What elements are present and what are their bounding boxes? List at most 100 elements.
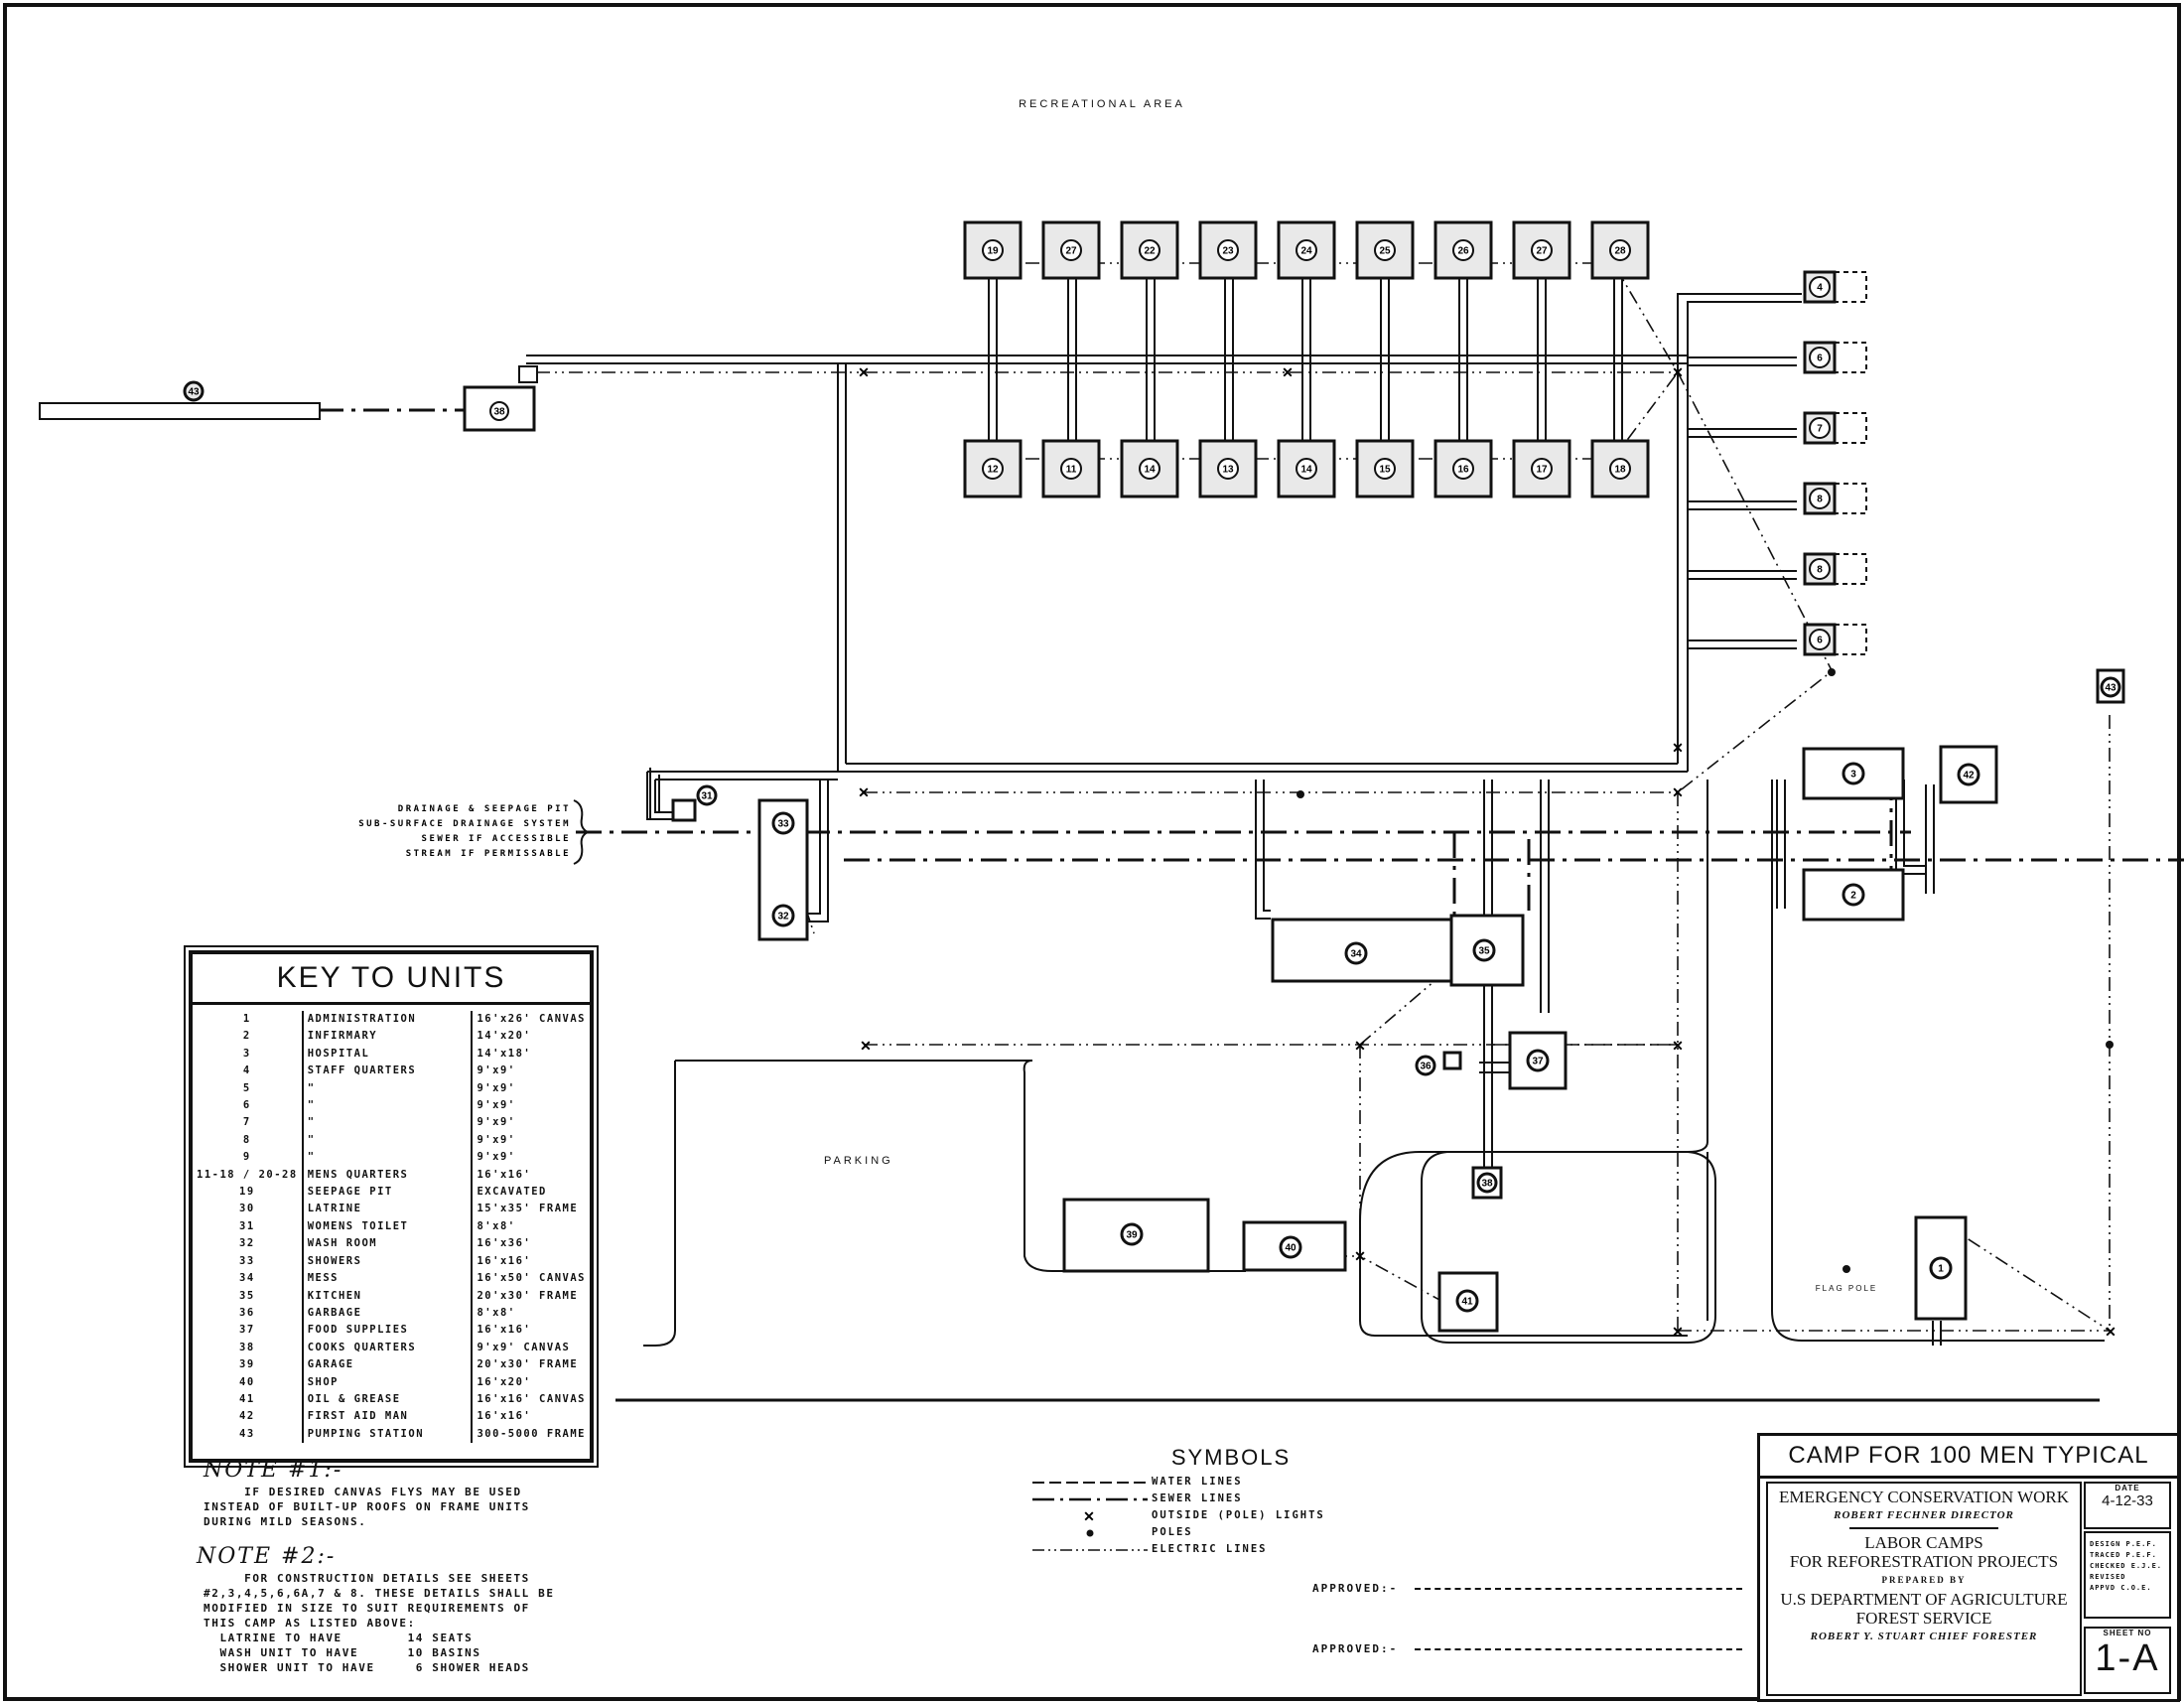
key-unit-size: 16'x16'	[477, 1410, 532, 1423]
note2-heading: NOTE #2:-	[197, 1544, 337, 1569]
symbols-title: SYMBOLS	[1170, 1445, 1292, 1470]
key-unit-number: 41	[193, 1390, 304, 1409]
staff-quarters-unit: 8	[1803, 552, 1837, 586]
svg-text:22: 22	[1144, 246, 1156, 257]
mens-quarters-unit: 28	[1590, 220, 1650, 280]
flag-pole-label: FLAG POLE	[1816, 1284, 1877, 1293]
svg-text:18: 18	[1614, 465, 1626, 476]
key-unit-number: 30	[193, 1201, 304, 1218]
svg-text:SEWER IF ACCESSIBLE: SEWER IF ACCESSIBLE	[422, 834, 571, 844]
key-unit-name: ADMINISTRATION	[302, 1011, 474, 1029]
sheet-border	[3, 3, 2181, 1701]
svg-text:31: 31	[701, 791, 713, 802]
svg-text:14: 14	[1300, 465, 1312, 476]
key-unit-number: 34	[193, 1270, 304, 1288]
svg-text:25: 25	[1379, 246, 1391, 257]
key-unit-number: 5	[193, 1079, 304, 1098]
svg-text:15: 15	[1379, 465, 1391, 476]
svg-text:SUB-SURFACE DRAINAGE SYSTEM: SUB-SURFACE DRAINAGE SYSTEM	[358, 819, 571, 829]
canvas-fly-outline	[1835, 271, 1867, 303]
department-name: U.S DEPARTMENT OF AGRICULTURE	[1780, 1590, 2068, 1609]
key-unit-name: MENS QUARTERS	[302, 1166, 474, 1185]
staff-quarters-unit: 6	[1803, 623, 1837, 656]
key-unit-name: GARAGE	[302, 1356, 474, 1374]
symbol-water: WATER LINES	[1032, 1476, 1243, 1488]
mens-quarters-unit: 17	[1512, 439, 1571, 498]
key-unit-name: WASH ROOM	[302, 1235, 474, 1253]
svg-text:27: 27	[1536, 246, 1548, 257]
svg-text:43: 43	[2105, 683, 2116, 694]
svg-text:✕: ✕	[1354, 1248, 1366, 1264]
title-block-side: DATE 4-12-33 DESIGN P.E.F. TRACED P.E.F.…	[2084, 1482, 2171, 1694]
key-unit-number: 31	[193, 1217, 304, 1236]
key-unit-number: 1	[193, 1011, 304, 1029]
key-unit-name: SHOWERS	[302, 1252, 474, 1271]
admin-units: 3 42 2 1 43	[1802, 668, 2125, 1321]
key-unit-size: 9'x9'	[477, 1133, 516, 1146]
svg-text:17: 17	[1536, 465, 1548, 476]
svg-text:✕: ✕	[858, 784, 870, 800]
agency-name: EMERGENCY CONSERVATION WORK	[1778, 1488, 2070, 1506]
mens-quarters-unit: 14	[1120, 439, 1179, 498]
svg-text:✕: ✕	[1672, 740, 1684, 756]
key-unit-size: 16'x16' CANVAS	[477, 1392, 586, 1405]
staff-quarters-unit: 8	[1803, 482, 1837, 515]
key-unit-size: 20'x30' FRAME	[477, 1358, 579, 1371]
key-unit-name: FIRST AID MAN	[302, 1408, 474, 1426]
staff-quarters-unit: 7	[1803, 411, 1837, 445]
svg-text:33: 33	[777, 819, 789, 830]
key-unit-size: 16'x26' CANVAS	[477, 1013, 586, 1025]
svg-text:7: 7	[1817, 424, 1823, 435]
project-name: LABOR CAMPS	[1864, 1533, 1983, 1552]
mens-quarters-unit: 12	[963, 439, 1023, 498]
key-unit-size: 9'x9'	[477, 1116, 516, 1129]
mens-quarters-unit: 27	[1512, 220, 1571, 280]
key-row: 8"9'x9'	[193, 1131, 590, 1150]
key-unit-name: INFIRMARY	[302, 1028, 474, 1046]
key-unit-name: "	[302, 1131, 474, 1150]
mens-quarters-unit: 26	[1433, 220, 1493, 280]
svg-text:✕: ✕	[1282, 364, 1294, 380]
key-unit-size: 8'x8'	[477, 1219, 516, 1232]
key-unit-size: 16'x50' CANVAS	[477, 1272, 586, 1285]
key-unit-number: 11-18 / 20-28	[193, 1166, 304, 1185]
svg-text:✕: ✕	[1672, 1038, 1684, 1054]
title-block: CAMP FOR 100 MEN TYPICAL EMERGENCY CONSE…	[1757, 1433, 2180, 1702]
mens-quarters-unit: 18	[1590, 439, 1650, 498]
svg-text:43: 43	[188, 387, 200, 398]
svg-text:42: 42	[1963, 771, 1975, 781]
key-unit-size: 9'x9' CANVAS	[477, 1341, 571, 1353]
key-title: KEY TO UNITS	[193, 954, 590, 1005]
svg-text:8: 8	[1817, 565, 1823, 576]
key-unit-number: 2	[193, 1028, 304, 1046]
svg-text:23: 23	[1222, 246, 1234, 257]
key-unit-number: 8	[193, 1131, 304, 1150]
note2-text: FOR CONSTRUCTION DETAILS SEE SHEETS #2,3…	[204, 1572, 555, 1674]
prepared-by-label: PREPARED BY	[1881, 1575, 1967, 1585]
svg-text:37: 37	[1532, 1057, 1544, 1067]
key-unit-size: 8'x8'	[477, 1306, 516, 1319]
key-unit-size: 9'x9'	[477, 1065, 516, 1077]
roads	[615, 780, 2105, 1402]
svg-text:6: 6	[1817, 636, 1823, 646]
sheet-number-box: SHEET NO 1-A	[2084, 1627, 2171, 1694]
project-subtitle: FOR REFORESTRATION PROJECTS	[1789, 1552, 2059, 1571]
key-unit-number: 39	[193, 1356, 304, 1374]
key-unit-number: 9	[193, 1149, 304, 1167]
mens-quarters-unit: 25	[1355, 220, 1415, 280]
key-unit-size: 16'x16'	[477, 1324, 532, 1337]
approved-line-1: APPROVED:-	[1312, 1582, 1742, 1595]
key-unit-size: EXCAVATED	[477, 1186, 547, 1199]
svg-text:34: 34	[1350, 949, 1362, 960]
canvas-fly-outline	[1835, 412, 1867, 444]
svg-text:38: 38	[1481, 1179, 1493, 1190]
